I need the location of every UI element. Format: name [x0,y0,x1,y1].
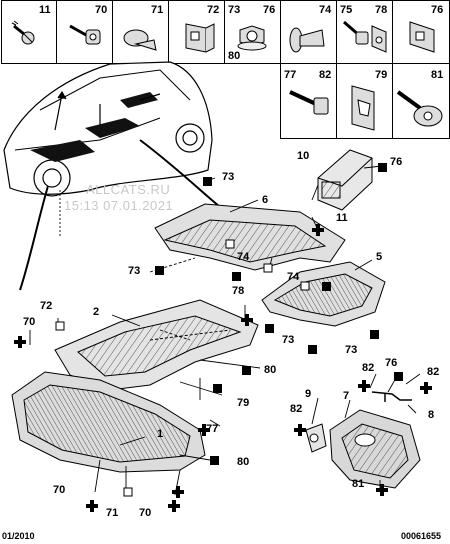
callout-81[interactable]: 81 [352,478,365,490]
part-number: 75 [340,4,353,16]
callout-73[interactable]: 73 [222,171,235,183]
part-number: 73 [228,4,241,16]
push-rivet-74-icon [289,27,325,53]
clip-76-icon [409,21,435,53]
footer-date: 01/2010 [2,531,35,541]
part-number: 70 [95,4,108,16]
screw-70-icon [69,24,101,45]
callout-76[interactable]: 76 [385,357,398,369]
callout-76[interactable]: 76 [390,156,403,168]
screw-11-icon [11,20,35,45]
zoom-arc [19,185,49,291]
callout-10[interactable]: 10 [297,150,310,162]
part-cell-81[interactable]: 81 [392,63,450,139]
callout-2[interactable]: 2 [93,306,100,318]
footer-reference: 00061655 [401,531,442,541]
fastener-markers-filled [155,163,403,465]
part-number: 11 [39,4,51,16]
part-number: 78 [375,4,388,16]
callout-72[interactable]: 72 [40,300,53,312]
callout-6[interactable]: 6 [262,194,269,206]
bracket-8-drawing [371,391,412,402]
callout-11[interactable]: 11 [336,212,348,224]
clip-71-icon [123,29,157,51]
callout-80[interactable]: 80 [264,364,277,376]
callout-80[interactable]: 80 [237,456,250,468]
watermark-site: ALLCATS.RU [86,182,171,197]
callout-7[interactable]: 7 [343,390,350,402]
fastener-markers-open [55,239,310,497]
clip-78-icon [371,25,387,53]
callout-74[interactable]: 74 [237,251,250,263]
callout-73[interactable]: 73 [345,344,358,356]
vehicle-underbody-highlight [30,92,158,162]
callout-5[interactable]: 5 [376,251,383,263]
callout-82[interactable]: 82 [362,362,375,374]
clip-79-icon [351,85,375,131]
callout-82[interactable]: 82 [427,366,440,378]
fastener-parts-table: 11 70 71 72 73 76 80 74 75 78 76 77 82 7… [0,0,450,140]
part-number: 80 [228,50,241,62]
shield-2-drawing [54,299,259,391]
shield-6-drawing [154,203,346,271]
clip-72-icon [185,23,215,53]
callout-70[interactable]: 70 [139,507,152,519]
nut-73-icon [237,25,267,51]
callout-70[interactable]: 70 [23,316,36,328]
shield-1-drawing [11,371,206,473]
part-number: 72 [207,4,220,16]
tray-7-drawing [329,409,421,489]
shield-5-drawing [261,261,386,327]
part-number: 71 [151,4,164,16]
callout-70[interactable]: 70 [53,484,66,496]
part-number: 77 [284,69,297,81]
fastener-markers-cross [14,224,432,512]
callout-77[interactable]: 77 [206,423,219,435]
callout-9[interactable]: 9 [305,388,312,400]
part-number: 81 [431,69,444,81]
callout-73[interactable]: 73 [128,265,141,277]
callout-73[interactable]: 73 [282,334,295,346]
part-number: 76 [431,4,444,16]
callout-79[interactable]: 79 [237,397,250,409]
location-arrows [54,90,161,131]
watermark-timestamp: 15:13 07.01.2021 [64,198,174,213]
part-number: 82 [319,69,332,81]
screw-81-icon [396,90,443,127]
part-number: 79 [375,69,388,81]
part-number: 74 [319,4,332,16]
part-number: 76 [263,4,276,16]
bolt-77-icon [289,90,329,115]
bracket-9-drawing [305,423,327,453]
part-cell-70[interactable]: 70 [56,0,113,64]
callout-1[interactable]: 1 [157,428,164,440]
screw-75-icon [343,20,369,45]
callout-78[interactable]: 78 [232,285,245,297]
callout-71[interactable]: 71 [106,507,119,519]
bracket-10-drawing [317,149,373,211]
part-cell-74[interactable]: 74 [280,0,337,64]
callout-8[interactable]: 8 [428,409,435,421]
callout-74[interactable]: 74 [287,271,300,283]
callout-82[interactable]: 82 [290,403,303,415]
